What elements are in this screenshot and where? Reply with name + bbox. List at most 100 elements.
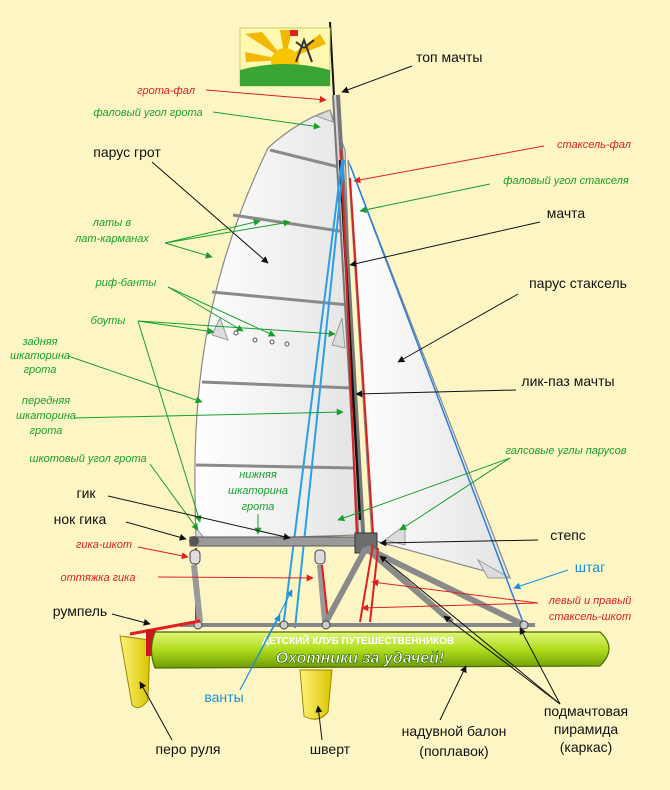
leader-mast-top <box>341 65 413 94</box>
label-jib-sheets-2: стаксель-шкот <box>549 611 631 623</box>
banner-line1: ДЕТСКИЙ КЛУБ ПУТЕШЕСТВЕННИКОВ <box>262 634 454 647</box>
leader-jib-sheets <box>371 579 539 604</box>
shroud <box>282 159 343 629</box>
flag-sun-rays <box>245 30 326 62</box>
leader-jib-halyard <box>353 145 545 184</box>
leader-mainsheet <box>137 546 189 560</box>
batten <box>269 148 344 170</box>
leader-battens <box>164 242 213 259</box>
label-reef-points: риф-банты <box>95 277 157 289</box>
leader-main-halyard <box>205 89 327 103</box>
label-pyramid-1: подмачтовая <box>544 703 628 719</box>
batten <box>195 463 356 470</box>
pyramid-strut <box>364 545 526 628</box>
label-leech-2: шкаторина <box>10 350 70 362</box>
leader-boom <box>107 495 291 540</box>
leader-boom-end <box>125 521 187 541</box>
bolt-patch <box>331 317 346 349</box>
fitting <box>321 620 331 630</box>
label-leech-1: задняя <box>22 336 58 348</box>
leader-tiller <box>111 613 151 626</box>
reef-point <box>233 330 239 336</box>
reef-point <box>269 339 275 345</box>
label-float-1: надувной балон <box>402 723 507 739</box>
main-halyard-line <box>340 149 358 541</box>
leader-main-head <box>212 111 321 130</box>
vang-strut <box>191 564 203 623</box>
label-jib-halyard: стаксель-фал <box>557 139 631 151</box>
rudder-head <box>146 630 156 656</box>
leader-leech <box>67 355 203 404</box>
label-pyramid-3: (каркас) <box>560 739 613 755</box>
reef-point <box>252 337 258 343</box>
label-battens-2: лат-карманах <box>74 233 149 245</box>
leader-reef-points <box>167 286 276 337</box>
label-mast-top: топ мачты <box>416 49 482 65</box>
tiller <box>129 619 201 636</box>
banner-line2: Охотники за удачей! <box>276 650 445 667</box>
leader-step <box>379 539 539 547</box>
label-tiller: румпель <box>53 603 107 619</box>
leader-mast <box>349 221 541 268</box>
forestay <box>349 164 525 626</box>
vang-rope <box>321 564 329 621</box>
fitting <box>279 620 289 630</box>
flag-pole <box>329 21 335 97</box>
reef-point <box>284 341 290 347</box>
label-rudder: перо руля <box>156 741 221 757</box>
label-foot-2: шкаторина <box>228 485 288 497</box>
label-boom-end: нок гика <box>54 511 107 527</box>
club-flag <box>239 21 335 97</box>
label-foot-1: нижняя <box>239 469 277 481</box>
label-mainsail: парус грот <box>93 144 161 160</box>
label-forestay: штаг <box>575 559 605 575</box>
leader-jib <box>397 293 519 363</box>
label-tack: галсовые углы парусов <box>505 445 626 457</box>
label-foot-3: грота <box>242 501 275 513</box>
leader-forestay <box>513 569 569 590</box>
label-jib: парус стаксель <box>529 275 627 291</box>
label-mainsheet: гика-шкот <box>76 539 132 551</box>
battens <box>195 148 356 470</box>
label-bolts: боуты <box>91 315 126 327</box>
leader-jib-head <box>359 183 491 214</box>
leader-luff <box>73 408 344 419</box>
jib-sail <box>347 159 511 579</box>
rudder-blade <box>119 635 151 709</box>
leader-jib-sheets <box>361 602 539 612</box>
batten <box>201 380 353 390</box>
label-luff-2: шкаторина <box>16 410 76 422</box>
label-clew: шкотовый угол грота <box>29 453 146 465</box>
label-pyramid-2: пирамида <box>554 721 619 737</box>
leader-bolts <box>137 320 215 335</box>
leader-vang <box>157 574 314 582</box>
leader-battens <box>164 219 291 244</box>
boom-end <box>189 536 199 546</box>
label-jib-sheets-1: левый и правый <box>548 595 632 607</box>
leader-luff-groove <box>355 389 517 398</box>
leader-tack <box>399 457 511 531</box>
leader-rudder <box>139 681 173 741</box>
label-luff-1: передняя <box>22 395 70 407</box>
leader-reef-points <box>167 286 244 332</box>
flag-figure <box>295 37 315 63</box>
leader-float <box>439 665 467 721</box>
label-main-halyard: грота-фал <box>137 85 195 97</box>
label-main-head: фаловый угол грота <box>93 107 202 119</box>
leader-pyramid <box>443 615 561 705</box>
leader-pyramid <box>519 627 561 705</box>
boom <box>189 536 366 547</box>
shroud <box>294 159 345 629</box>
label-shrouds: ванты <box>204 689 243 705</box>
vang-strut <box>317 564 328 623</box>
leader-tack <box>337 457 511 522</box>
label-boom: гик <box>76 485 96 501</box>
block <box>189 549 201 565</box>
jib-clew-patch <box>476 558 512 579</box>
label-mast: мачта <box>547 205 586 221</box>
batten <box>211 290 350 307</box>
label-vang: оттяжка гика <box>61 572 136 584</box>
leader-pyramid <box>379 555 561 705</box>
label-jib-head: фаловый угол стакселя <box>503 175 629 187</box>
